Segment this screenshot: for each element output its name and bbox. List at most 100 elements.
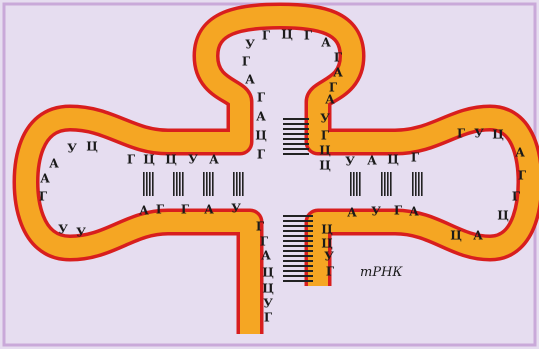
- nucleotide-loop-left: Г: [39, 190, 48, 204]
- left-stem-bond: [242, 172, 244, 196]
- nucleotide-stem-left-top: Ц: [165, 153, 177, 167]
- nucleotide-stem-right-bottom: У: [371, 205, 381, 219]
- bottom-stem-bond: [283, 230, 313, 232]
- bottom-stem-bond: [283, 215, 313, 217]
- right-stem-bond: [387, 172, 389, 196]
- nucleotide-stem-right-top: Ц: [387, 153, 399, 167]
- nucleotide-stem-left-bottom: А: [204, 203, 214, 217]
- left-stem-bond: [239, 172, 241, 196]
- right-stem-bond: [353, 172, 355, 196]
- nucleotide-loop-top: Г: [262, 29, 271, 43]
- nucleotide-stem-bottom-right: Г: [326, 265, 335, 279]
- right-stem-bond: [412, 172, 414, 196]
- nucleotide-loop-left: А: [40, 172, 50, 186]
- nucleotide-loop-top: А: [321, 36, 331, 50]
- right-stem-bond: [384, 172, 386, 196]
- top-stem-bond: [283, 128, 309, 130]
- nucleotide-loop-left: А: [49, 157, 59, 171]
- left-stem-bond: [203, 172, 205, 196]
- left-stem-bond: [176, 172, 178, 196]
- left-stem-bond: [182, 172, 184, 196]
- top-stem-bond: [283, 123, 309, 125]
- nucleotide-stem-top-right: У: [320, 112, 330, 126]
- nucleotide-loop-right: А: [473, 229, 483, 243]
- nucleotide-stem-left-bottom: Г: [156, 203, 165, 217]
- nucleotide-stem-bottom-left: Г: [260, 235, 269, 249]
- bottom-stem-bond: [283, 235, 313, 237]
- bottom-stem-bond: [283, 225, 313, 227]
- left-stem-bond: [206, 172, 208, 196]
- top-stem-bond: [283, 118, 309, 120]
- bottom-stem-bond: [283, 240, 313, 242]
- left-stem-bond: [236, 172, 238, 196]
- right-stem-bond: [356, 172, 358, 196]
- nucleotide-loop-top: А: [333, 66, 343, 80]
- left-stem-bond: [152, 172, 154, 196]
- nucleotide-stem-left-bottom: А: [139, 204, 149, 218]
- right-stem-bond: [415, 172, 417, 196]
- nucleotide-stem-top-right: Ц: [319, 144, 331, 158]
- left-stem-bond: [179, 172, 181, 196]
- top-stem-bond: [283, 153, 309, 155]
- right-stem-bond: [418, 172, 420, 196]
- left-stem-bond: [209, 172, 211, 196]
- nucleotide-stem-left-top: У: [188, 153, 198, 167]
- nucleotide-stem-left-top: А: [209, 153, 219, 167]
- nucleotide-loop-right: Ц: [450, 229, 462, 243]
- nucleotide-stem-bottom-left: Г: [264, 311, 273, 325]
- nucleotide-loop-left: У: [67, 142, 77, 156]
- bottom-stem-bond: [283, 275, 313, 277]
- nucleotide-loop-left: У: [76, 226, 86, 240]
- nucleotide-stem-left-top: Г: [127, 153, 136, 167]
- bottom-stem-bond: [283, 255, 313, 257]
- nucleotide-stem-left-bottom: Г: [181, 203, 190, 217]
- left-stem-bond: [212, 172, 214, 196]
- nucleotide-loop-top: Г: [304, 29, 313, 43]
- nucleotide-stem-bottom-left: А: [261, 249, 271, 263]
- nucleotide-loop-top: Г: [334, 51, 343, 65]
- bottom-stem-bond: [283, 220, 313, 222]
- nucleotide-loop-left: Ц: [86, 140, 98, 154]
- nucleotide-stem-bottom-left: Г: [256, 220, 265, 234]
- nucleotide-loop-right: Ц: [492, 128, 504, 142]
- nucleotide-loop-right: Г: [512, 190, 521, 204]
- nucleotide-loop-top: Ц: [281, 28, 293, 42]
- nucleotide-loop-right: У: [474, 127, 484, 141]
- nucleotide-stem-top-right: Г: [321, 129, 330, 143]
- bottom-stem-bond: [283, 245, 313, 247]
- nucleotide-loop-right: А: [515, 146, 525, 160]
- nucleotide-stem-right-top: У: [345, 155, 355, 169]
- top-stem-bond: [283, 133, 309, 135]
- nucleotide-stem-bottom-right: Ц: [321, 223, 333, 237]
- nucleotide-stem-bottom-right: Ц: [321, 237, 333, 251]
- bottom-stem-bond: [283, 280, 313, 282]
- right-stem-bond: [359, 172, 361, 196]
- nucleotide-stem-bottom-left: Ц: [262, 266, 274, 280]
- nucleotide-loop-right: Ц: [497, 209, 509, 223]
- nucleotide-loop-top: А: [325, 93, 335, 107]
- nucleotide-stem-bottom-right: У: [324, 250, 334, 264]
- nucleotide-loop-left: У: [58, 223, 68, 237]
- nucleotide-stem-right-top: Г: [411, 151, 420, 165]
- nucleotide-stem-left-top: Ц: [143, 153, 155, 167]
- nucleotide-loop-top: Г: [242, 55, 251, 69]
- left-stem-bond: [173, 172, 175, 196]
- nucleotide-loop-top: У: [245, 38, 255, 52]
- right-stem-bond: [421, 172, 423, 196]
- right-stem-bond: [350, 172, 352, 196]
- nucleotide-stem-right-bottom: А: [409, 205, 419, 219]
- nucleotide-loop-right: Г: [457, 127, 466, 141]
- left-stem-bond: [149, 172, 151, 196]
- right-stem-bond: [390, 172, 392, 196]
- nucleotide-stem-top-left: А: [256, 110, 266, 124]
- nucleotide-loop-top: А: [245, 73, 255, 87]
- bottom-stem-bond: [283, 270, 313, 272]
- left-stem-bond: [143, 172, 145, 196]
- nucleotide-stem-right-bottom: А: [347, 206, 357, 220]
- nucleotide-stem-top-left: Ц: [255, 129, 267, 143]
- nucleotide-loop-right: Г: [518, 169, 527, 183]
- trna-caption: тРНК: [360, 265, 403, 280]
- nucleotide-stem-bottom-left: У: [263, 297, 273, 311]
- nucleotide-stem-right-bottom: Г: [394, 204, 403, 218]
